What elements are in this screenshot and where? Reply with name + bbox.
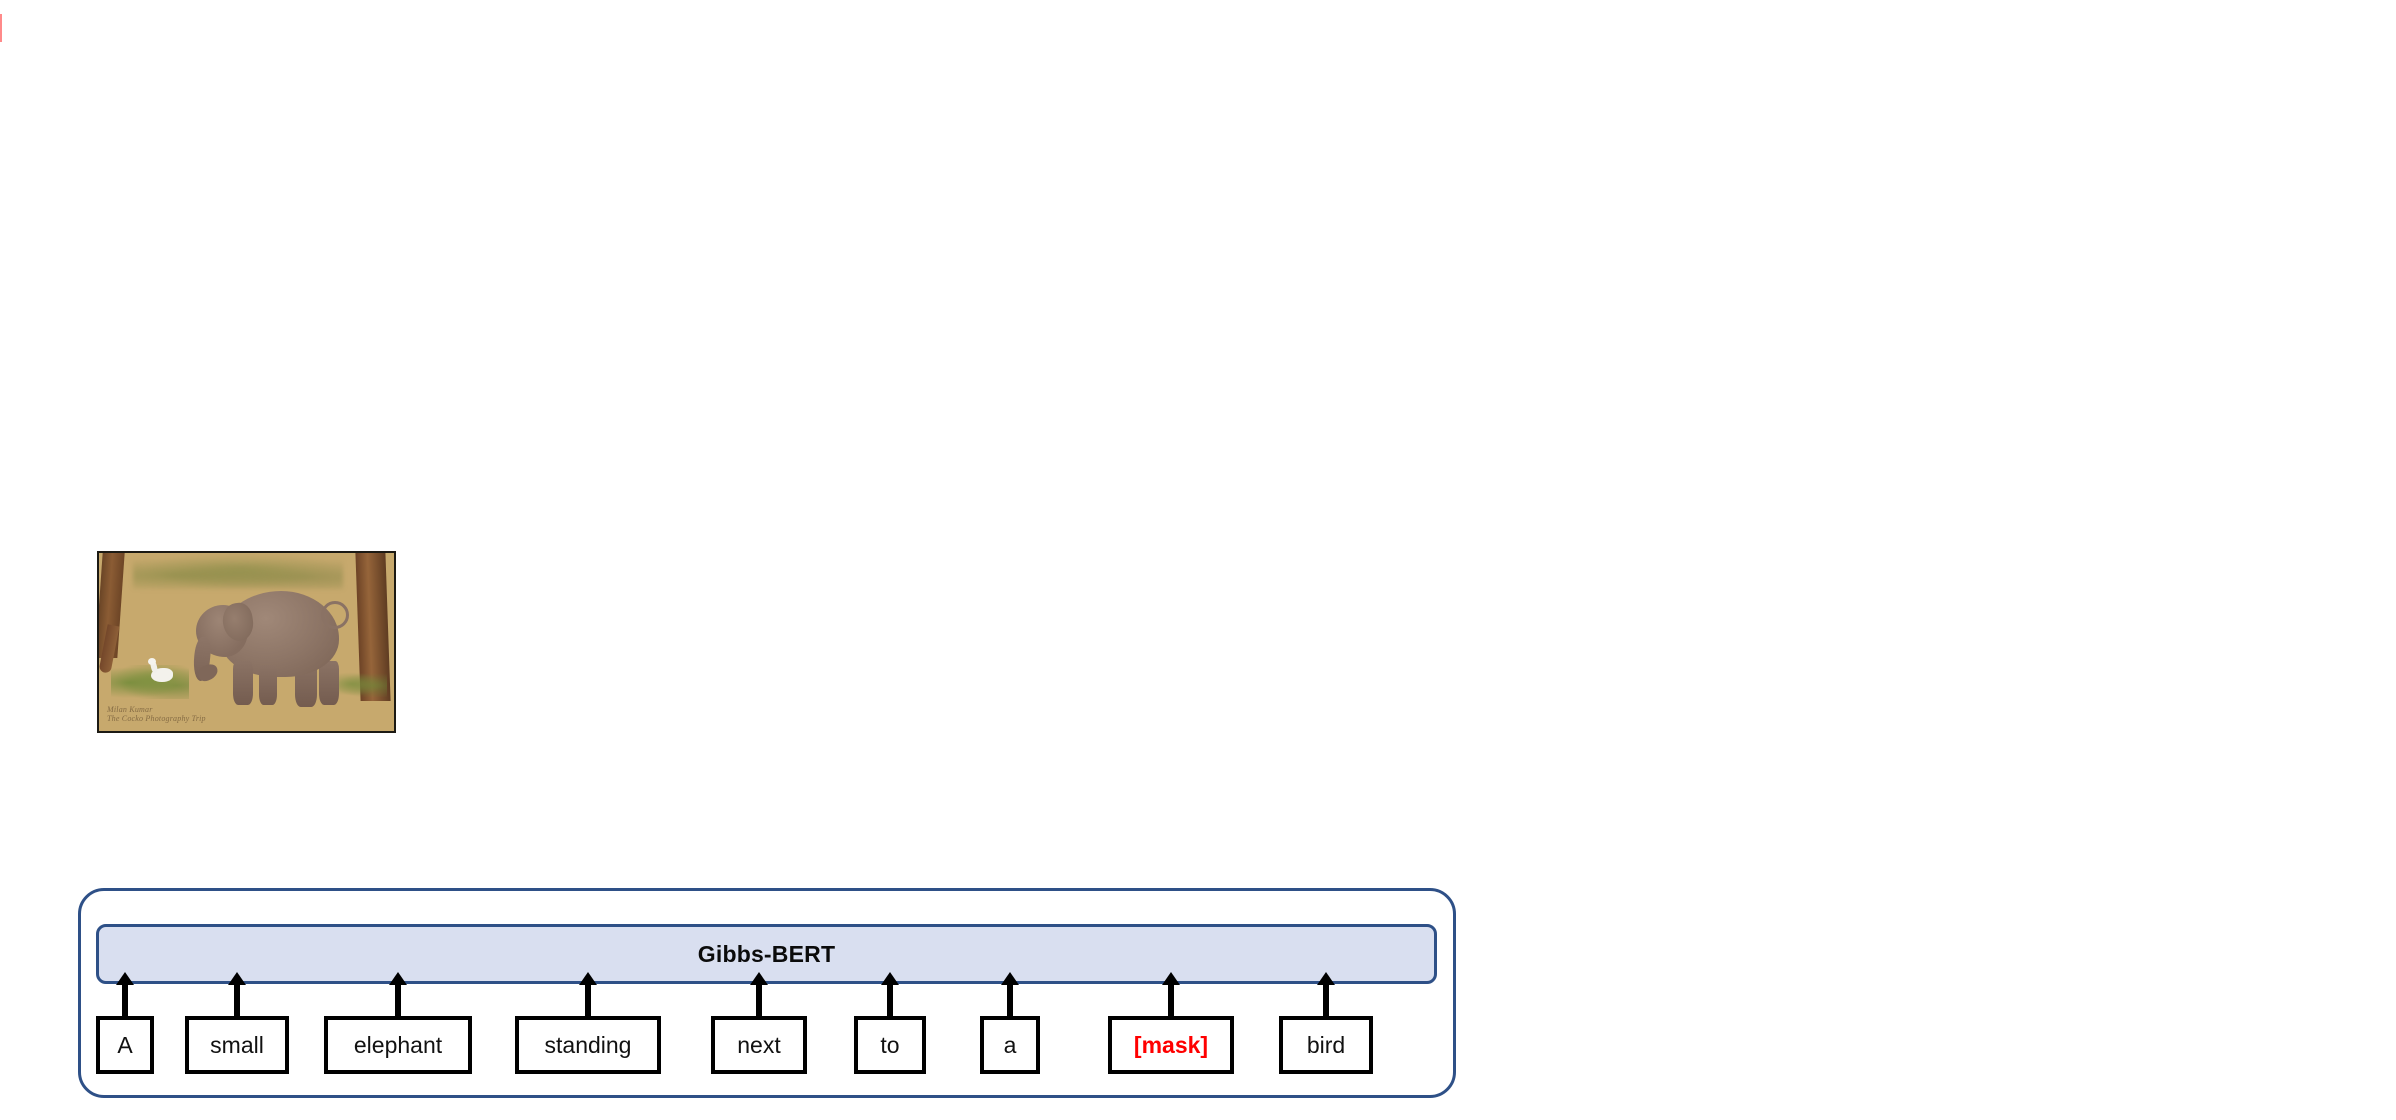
up-arrow-icon: [234, 983, 240, 1016]
up-arrow-icon: [395, 983, 401, 1016]
token-cell: to: [854, 983, 926, 1074]
token-label: a: [1003, 1031, 1017, 1058]
token-label: elephant: [353, 1031, 443, 1058]
token-cell: next: [711, 983, 807, 1074]
token-label: standing: [544, 1031, 632, 1058]
elephant-tail: [321, 601, 349, 629]
token-cell: A: [96, 983, 154, 1074]
token-box[interactable]: A: [96, 1016, 154, 1074]
elephant-leg-rear-right: [319, 661, 339, 705]
token-cell: [mask]: [1108, 983, 1234, 1074]
token-box[interactable]: next: [711, 1016, 807, 1074]
token-box[interactable]: [mask]: [1108, 1016, 1234, 1074]
up-arrow-icon: [1168, 983, 1174, 1016]
token-cell: a: [980, 983, 1040, 1074]
token-label: A: [117, 1031, 133, 1058]
up-arrow-icon: [1323, 983, 1329, 1016]
up-arrow-icon: [1007, 983, 1013, 1016]
photo-watermark: Milan Kumar The Cocko Photography Trip: [107, 705, 206, 723]
encoder-label: Gibbs-BERT: [697, 940, 836, 967]
token-box[interactable]: elephant: [324, 1016, 472, 1074]
encoder-block: Gibbs-BERT: [96, 924, 1437, 984]
elephant-leg-front-right: [259, 665, 277, 705]
elephant-leg-front-left: [233, 661, 253, 705]
up-arrow-icon: [756, 983, 762, 1016]
bush-left: [111, 665, 189, 699]
token-cell: bird: [1279, 983, 1373, 1074]
token-cell: elephant: [324, 983, 472, 1074]
edge-artifact-mark: [0, 14, 2, 42]
token-label: to: [880, 1031, 900, 1058]
token-box[interactable]: a: [980, 1016, 1040, 1074]
up-arrow-icon: [887, 983, 893, 1016]
up-arrow-icon: [585, 983, 591, 1016]
token-cell: small: [185, 983, 289, 1074]
token-label-masked: [mask]: [1133, 1031, 1209, 1058]
token-box[interactable]: small: [185, 1016, 289, 1074]
tree-canopy: [133, 555, 343, 589]
egret-head: [148, 658, 156, 665]
elephant-photo: Milan Kumar The Cocko Photography Trip: [97, 551, 396, 733]
token-box[interactable]: to: [854, 1016, 926, 1074]
token-label: small: [210, 1031, 264, 1058]
token-cell: standing: [515, 983, 661, 1074]
token-box[interactable]: bird: [1279, 1016, 1373, 1074]
token-box[interactable]: standing: [515, 1016, 661, 1074]
token-label: next: [737, 1031, 781, 1058]
up-arrow-icon: [122, 983, 128, 1016]
token-label: bird: [1306, 1031, 1346, 1058]
